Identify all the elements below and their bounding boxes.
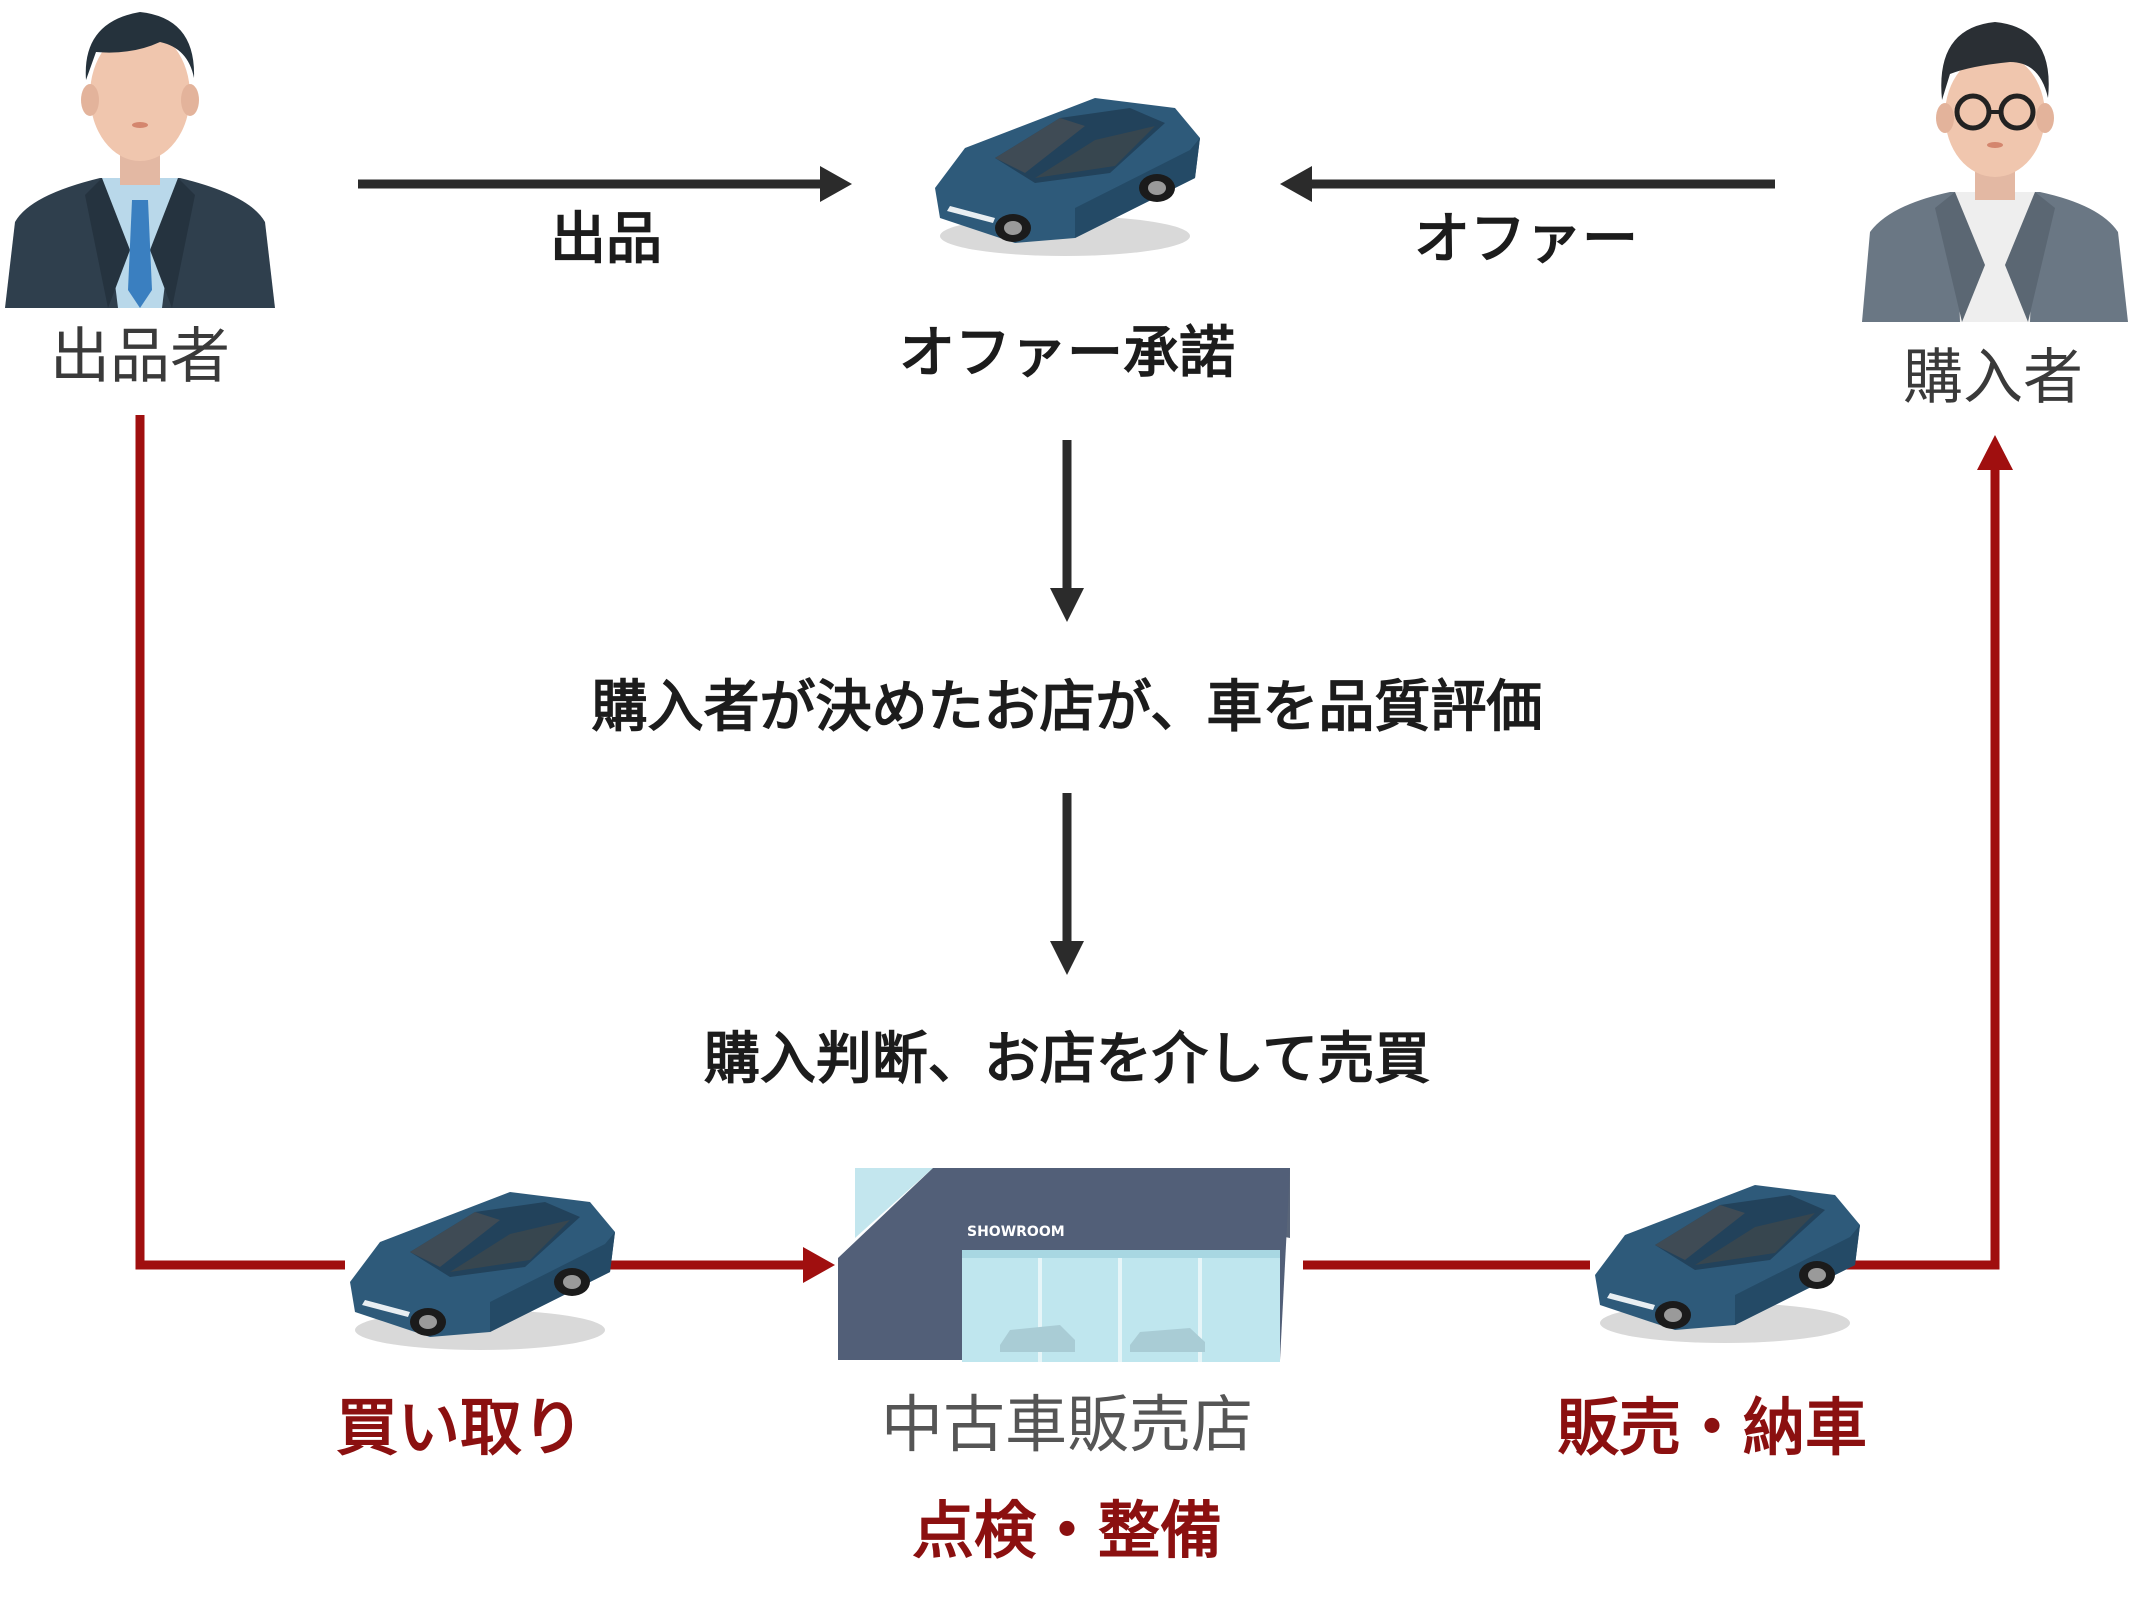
car-icon	[1595, 1185, 1860, 1343]
buyer-person-icon	[1862, 22, 2128, 322]
delivery-to-buyer-line	[1838, 465, 2000, 1270]
seller-person-icon	[5, 12, 275, 308]
car-icon	[350, 1192, 615, 1350]
car-icon	[935, 98, 1200, 256]
offer-arrow-head	[1280, 166, 1312, 202]
offer-label: オファー	[1414, 207, 1638, 272]
offer-accept-label: オファー承諾	[899, 321, 1235, 386]
listing-arrow-head	[820, 166, 852, 202]
seller-buyback-line	[135, 415, 345, 1270]
store-sign-text: SHOWROOM	[967, 1224, 1065, 1240]
sale-delivery-label: 販売・納車	[1556, 1391, 1868, 1464]
listing-label: 出品	[550, 207, 662, 272]
store-service-label: 点検・整備	[911, 1494, 1223, 1567]
buyer-label: 購入者	[1903, 343, 2083, 413]
store-name-label: 中古車販売店	[880, 1388, 1254, 1461]
delivery-to-buyer-arrow-head	[1977, 435, 2013, 470]
buyback-to-store-arrow-head	[803, 1247, 835, 1283]
eval-to-decision-arrow-head	[1050, 941, 1084, 975]
showroom-store-icon: SHOWROOM	[838, 1168, 1290, 1362]
seller-label: 出品者	[50, 322, 230, 392]
purchase-decision-label: 購入判断、お店を介して売買	[703, 1027, 1431, 1092]
buyback-label: 買い取り	[335, 1391, 585, 1464]
quality-eval-label: 購入者が決めたお店が、車を品質評価	[591, 675, 1543, 740]
accept-to-eval-arrow-head	[1050, 588, 1084, 622]
